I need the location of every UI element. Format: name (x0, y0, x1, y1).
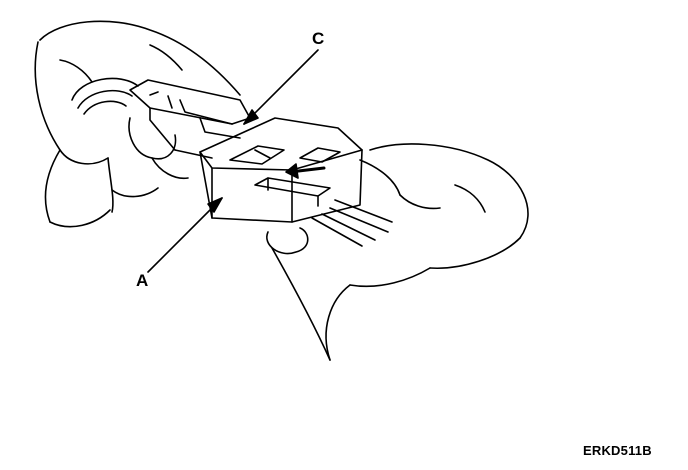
connector-front-housing (199, 117, 363, 223)
right-hand (266, 143, 529, 361)
left-hand (34, 20, 241, 228)
wires (311, 199, 393, 247)
callout-a: A (136, 271, 149, 290)
release-arrow (285, 163, 326, 179)
leader-line-a (147, 197, 223, 273)
lock-tab (254, 177, 331, 207)
wire-coil (71, 77, 139, 115)
connector-rear-half (129, 79, 251, 159)
leader-line-c (243, 49, 319, 125)
callout-c: C (312, 29, 325, 48)
figure-code: ERKD511B (583, 443, 652, 458)
